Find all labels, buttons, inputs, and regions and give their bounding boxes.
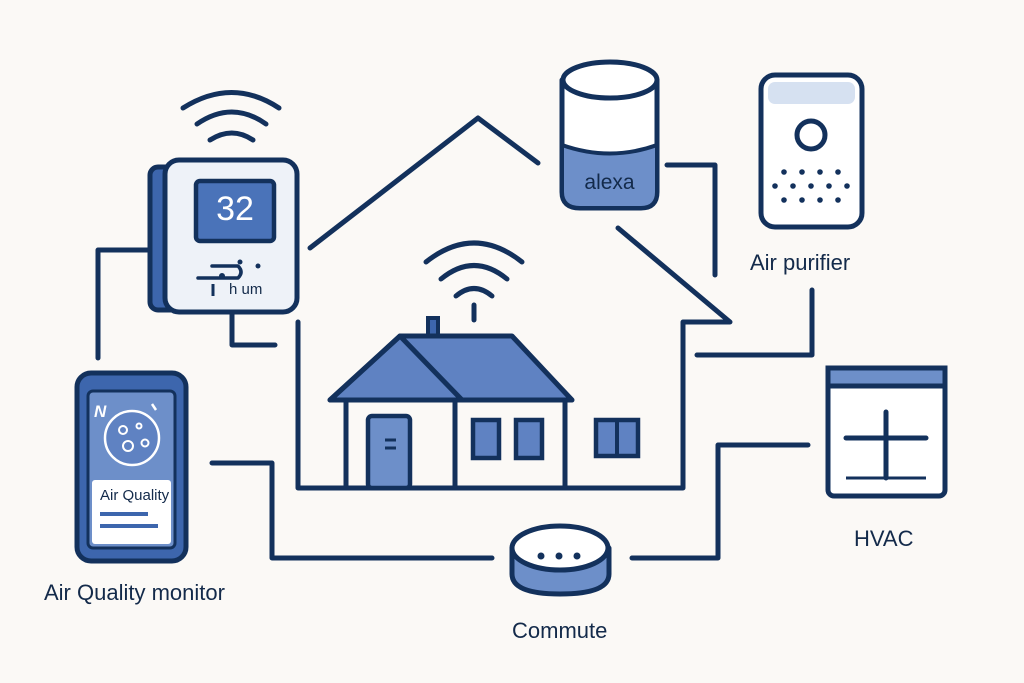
roof-right-line [295,225,733,491]
hvac-unit [825,365,948,499]
grille-dot [835,197,841,203]
grille-dot [826,183,832,189]
thermostat-screen [193,178,277,244]
speaker-base [560,142,659,210]
speaker-top [560,59,660,101]
connector-hvac-hub [629,442,811,561]
chimney-icon [426,316,440,338]
wifi-icon [423,240,525,299]
grille-dot [844,183,850,189]
connector-thermostat-phone [95,247,151,361]
grille-dot [799,169,805,175]
window-icon [513,417,545,461]
hvac-label: HVAC [854,526,914,551]
thermostat-sub-label: h um [229,281,263,298]
thermostat [147,90,300,315]
connector-purifier-house [694,287,815,358]
purifier-sensor [794,118,828,152]
phone-air-quality-app [74,370,189,564]
hub-label: Commute [512,618,608,643]
phone-screen-mark: N [94,402,107,421]
grille-dot [817,169,823,175]
purifier-grille [772,169,850,203]
connectors [95,162,815,561]
phone-screen-label: Air Quality [100,487,170,504]
roof-left-line [307,115,541,251]
grille-dot [799,197,805,203]
thermostat-probe [196,264,243,280]
hvac-panel [825,365,948,389]
door-icon [365,413,413,491]
large-house-outline [295,115,733,491]
grille-dot [808,183,814,189]
speaker-brand-label: alexa [584,171,635,194]
house-gable [327,333,465,403]
smart-hub [509,523,612,597]
connector-thermostat-house [229,309,278,348]
grille-dot [817,197,823,203]
air-quality-monitor-label: Air Quality monitor [44,580,225,605]
connector-speaker-purifier [664,162,718,278]
house-icon [327,240,641,491]
grille-dot [835,169,841,175]
window-icon [470,417,502,461]
wifi-icon [180,90,282,143]
air-purifier-label: Air purifier [750,250,851,275]
air-purifier [758,72,865,230]
grille-dot [781,169,787,175]
smart-speaker [559,59,660,211]
hub-top [509,523,611,573]
grille-dot [790,183,796,189]
thermostat-reading: 32 [216,190,254,228]
connector-phone-hub [209,460,495,561]
grille-dot [772,183,778,189]
air-particles-icon [103,409,161,467]
grille-dot [781,197,787,203]
